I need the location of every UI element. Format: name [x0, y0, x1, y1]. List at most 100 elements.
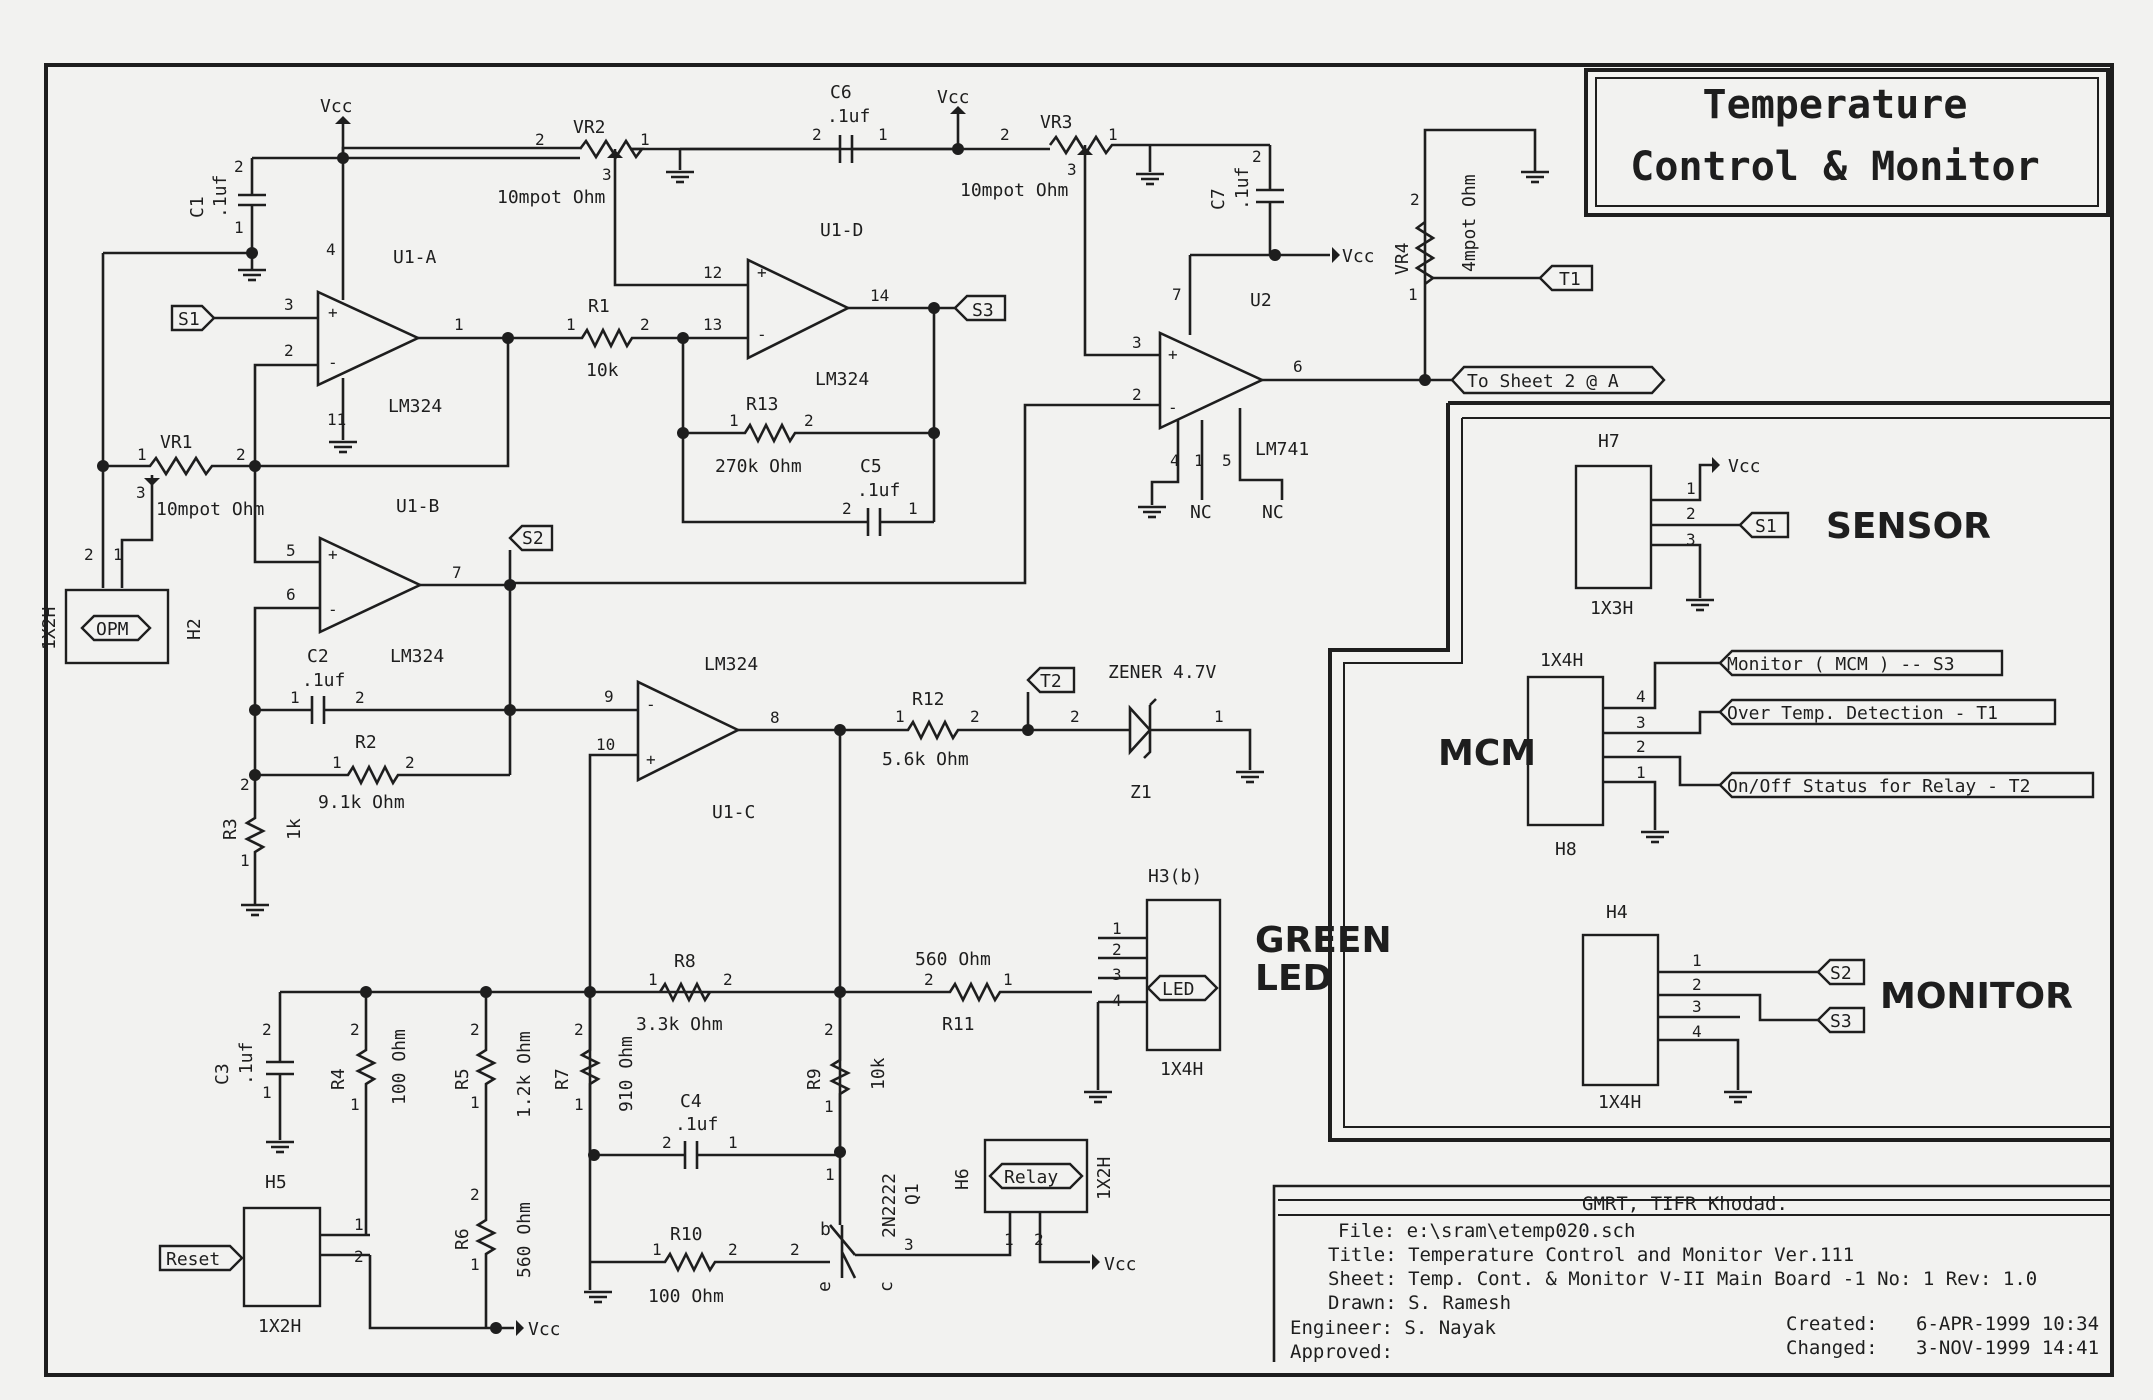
port-mcm-monitor[interactable]: Monitor ( MCM ) -- S3 — [1718, 649, 2004, 677]
svg-text:1: 1 — [1112, 919, 1122, 938]
svg-text:1X4H: 1X4H — [1540, 650, 1583, 671]
svg-text:R13: R13 — [746, 394, 779, 415]
svg-text:H2: H2 — [184, 618, 205, 640]
port-mcm-overtemp[interactable]: Over Temp. Detection - T1 — [1718, 698, 2057, 726]
svg-text:13: 13 — [703, 315, 722, 334]
port-relay[interactable]: Relay — [988, 1162, 1084, 1190]
port-s2-mid[interactable]: S2 — [508, 524, 554, 552]
svg-text:5: 5 — [286, 541, 296, 560]
port-reset[interactable]: Reset — [158, 1244, 244, 1272]
svg-text:1: 1 — [1692, 951, 1702, 970]
svg-text:2: 2 — [924, 970, 934, 989]
svg-text:2: 2 — [1692, 975, 1702, 994]
svg-text:+: + — [646, 750, 656, 769]
svg-text:3: 3 — [1686, 530, 1696, 549]
svg-text:2: 2 — [728, 1240, 738, 1259]
svg-text:2: 2 — [355, 688, 365, 707]
svg-text:To Sheet 2 @ A: To Sheet 2 @ A — [1467, 371, 1619, 392]
svg-text:1: 1 — [878, 125, 888, 144]
svg-text:2: 2 — [354, 1247, 364, 1266]
svg-text:NC: NC — [1262, 502, 1284, 523]
port-t1[interactable]: T1 — [1538, 264, 1594, 292]
svg-text:3: 3 — [1132, 333, 1142, 352]
svg-text:U1-A: U1-A — [393, 247, 437, 268]
svg-text:H6: H6 — [952, 1168, 973, 1190]
u2-opamp: +- U2 LM741 32 4 1 NC 5 NC — [1132, 290, 1309, 523]
svg-text:1: 1 — [574, 1095, 584, 1114]
svg-text:2: 2 — [405, 753, 415, 772]
svg-text:9: 9 — [604, 687, 614, 706]
port-mcm-onoff[interactable]: On/Off Status for Relay - T2 — [1718, 771, 2095, 799]
svg-text:Changed:: Changed: — [1786, 1337, 1878, 1359]
port-opm[interactable]: OPM — [80, 614, 152, 642]
port-s2-right[interactable]: S2 — [1816, 958, 1866, 986]
svg-text:2: 2 — [1636, 737, 1646, 756]
port-to-sheet2[interactable]: To Sheet 2 @ A — [1450, 365, 1666, 395]
svg-text:-: - — [328, 353, 338, 372]
svg-text:10k: 10k — [868, 1057, 889, 1090]
port-s1-right[interactable]: S1 — [1738, 511, 1790, 539]
svg-text:2: 2 — [1070, 707, 1080, 726]
svg-text:3.3k Ohm: 3.3k Ohm — [636, 1014, 723, 1035]
h3-connector: H3(b) 1X4H 12 34 GREEN LED — [1082, 866, 1392, 1104]
svg-text:MONITOR: MONITOR — [1880, 976, 2073, 1017]
svg-text:Engineer: S. Nayak: Engineer: S. Nayak — [1290, 1317, 1496, 1339]
svg-text:R10: R10 — [670, 1224, 703, 1245]
svg-text:1: 1 — [1194, 451, 1204, 470]
svg-text:Z1: Z1 — [1130, 782, 1152, 803]
svg-text:2: 2 — [350, 1020, 360, 1039]
svg-text:3: 3 — [1692, 997, 1702, 1016]
svg-text:10mpot Ohm: 10mpot Ohm — [960, 180, 1068, 201]
svg-text:R5: R5 — [452, 1068, 473, 1090]
svg-text:ZENER 4.7V: ZENER 4.7V — [1108, 662, 1217, 683]
svg-text:T1: T1 — [1559, 269, 1581, 290]
svg-text:C4: C4 — [680, 1091, 702, 1112]
svg-text:Vcc: Vcc — [1728, 456, 1761, 477]
svg-text:4: 4 — [1692, 1022, 1702, 1041]
port-s3-top[interactable]: S3 — [953, 294, 1007, 322]
svg-text:R2: R2 — [355, 732, 377, 753]
port-t2[interactable]: T2 — [1026, 666, 1076, 694]
svg-text:2: 2 — [574, 1020, 584, 1039]
svg-text:1X2H: 1X2H — [1094, 1157, 1115, 1200]
port-led[interactable]: LED — [1146, 974, 1219, 1002]
svg-text:+: + — [328, 545, 338, 564]
svg-text:1X4H: 1X4H — [1598, 1092, 1641, 1113]
port-s3-right[interactable]: S3 — [1816, 1006, 1866, 1034]
vcc-label-2: Vcc — [937, 87, 970, 108]
svg-text:1: 1 — [1108, 125, 1118, 144]
svg-text:1: 1 — [1408, 285, 1418, 304]
svg-text:C5: C5 — [860, 456, 882, 477]
svg-text:1: 1 — [454, 315, 464, 334]
svg-text:3: 3 — [602, 165, 612, 184]
r5-resistor: R5 1.2k Ohm 21 — [452, 992, 535, 1180]
svg-text:R3: R3 — [220, 818, 241, 840]
svg-text:1: 1 — [262, 1083, 272, 1102]
svg-text:5: 5 — [1222, 451, 1232, 470]
svg-text:2: 2 — [535, 130, 545, 149]
svg-text:R12: R12 — [912, 689, 945, 710]
svg-text:S2: S2 — [522, 528, 544, 549]
svg-text:S3: S3 — [972, 300, 994, 321]
svg-text:1X2H: 1X2H — [39, 607, 60, 650]
port-s1-left[interactable]: S1 — [170, 304, 216, 332]
svg-text:2: 2 — [804, 411, 814, 430]
svg-text:1: 1 — [1686, 479, 1696, 498]
svg-text:1: 1 — [729, 411, 739, 430]
svg-text:10: 10 — [596, 735, 615, 754]
svg-text:4: 4 — [1636, 687, 1646, 706]
svg-text:2: 2 — [790, 1240, 800, 1259]
svg-text:2: 2 — [812, 125, 822, 144]
svg-text:C1: C1 — [187, 196, 208, 218]
svg-text:2: 2 — [970, 707, 980, 726]
svg-text:1: 1 — [640, 130, 650, 149]
svg-text:c: c — [876, 1281, 897, 1292]
title-line2: Control & Monitor — [1630, 144, 2039, 190]
svg-text:LED: LED — [1255, 958, 1332, 999]
svg-text:1: 1 — [470, 1255, 480, 1274]
svg-text:.1uf: .1uf — [210, 175, 231, 218]
